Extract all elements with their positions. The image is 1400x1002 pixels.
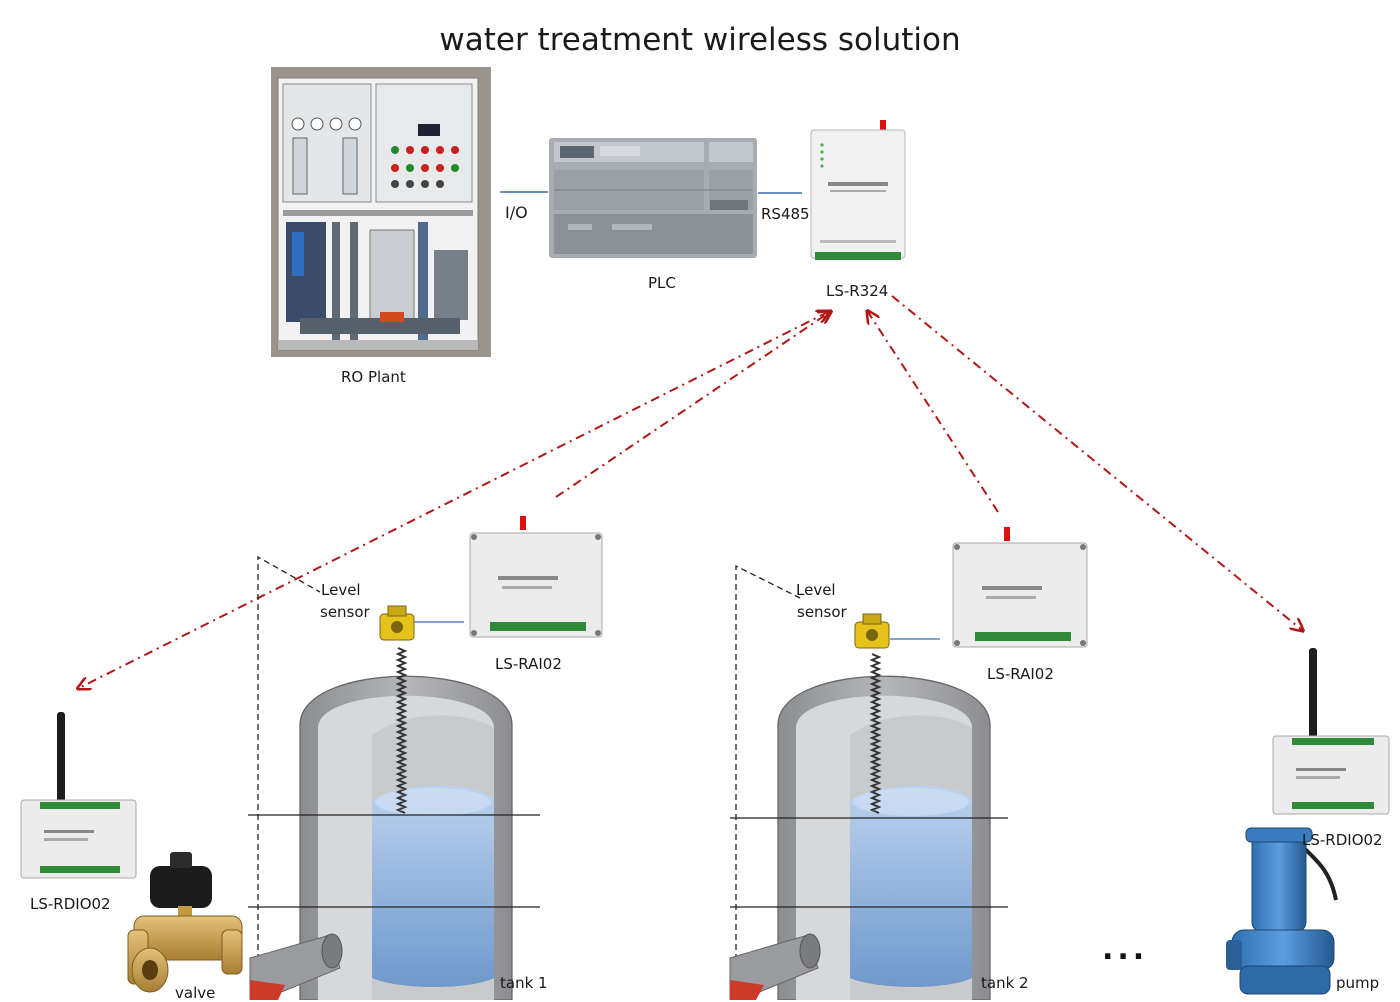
- pump-ls-rdio02-device: [1272, 648, 1390, 815]
- link-tank2-rai-to-r324: [868, 312, 999, 513]
- pump-image: [1226, 827, 1338, 995]
- tank-1-level-sensor: [379, 605, 464, 814]
- rs485-label: RS485: [761, 205, 810, 223]
- plc-image: [549, 138, 757, 258]
- tank-1-ls-rai02-device: [469, 516, 603, 638]
- tank-1-sensor-label: sensor: [320, 603, 370, 621]
- plc-label: PLC: [648, 274, 676, 292]
- wireless-links: [79, 295, 1302, 688]
- ls-r324-device-image: [810, 120, 906, 260]
- tank-1-graphic: [248, 555, 540, 1000]
- ro-plant-image: [271, 67, 491, 357]
- ro-plant-label: RO Plant: [341, 368, 406, 386]
- diagram-title: water treatment wireless solution: [439, 22, 961, 58]
- valve-ls-rdio02-device: [20, 712, 137, 879]
- more-devices-ellipsis: ...: [1102, 932, 1149, 967]
- tank-1-label: tank 1: [500, 974, 548, 992]
- tank-1-ls-rai02-label: LS-RAI02: [495, 655, 562, 673]
- tank-2-level-sensor: [854, 613, 940, 814]
- tank-2-ls-rai02-label: LS-RAI02: [987, 665, 1054, 683]
- link-tank1-rai-to-r324: [555, 312, 830, 498]
- pump-ls-rdio02-label: LS-RDIO02: [1302, 831, 1383, 849]
- tank-1-level-label: Level: [321, 581, 361, 599]
- valve-ls-rdio02-label: LS-RDIO02: [30, 895, 111, 913]
- pump-label: pump: [1336, 974, 1380, 992]
- ls-r324-label: LS-R324: [826, 282, 889, 300]
- tank-2-sensor-label: sensor: [797, 603, 847, 621]
- valve-image: [127, 852, 243, 993]
- io-label: I/O: [505, 203, 528, 222]
- tank-2-level-label: Level: [796, 581, 836, 599]
- link-r324-to-valve-rdio: [79, 312, 828, 688]
- valve-label: valve: [175, 984, 216, 1002]
- tank-2-graphic: [729, 564, 1008, 1000]
- link-r324-to-pump-rdio: [891, 295, 1302, 630]
- tank-2-ls-rai02-device: [952, 527, 1088, 648]
- tank-2-label: tank 2: [981, 974, 1029, 992]
